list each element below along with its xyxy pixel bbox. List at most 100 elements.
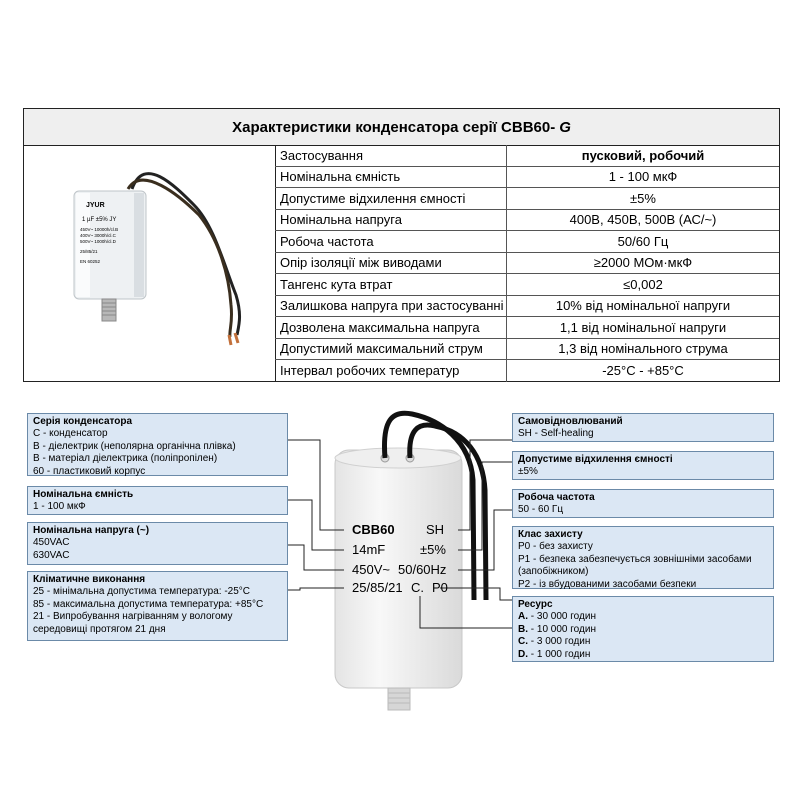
photo-line4: 500V~ 1000h/cl.D	[80, 239, 117, 244]
spec-param: Опір ізоляції між виводами	[275, 252, 507, 273]
voltage-box: Номінальна напруга (~) 450VAC 630VAC	[27, 522, 288, 565]
spec-table: Характеристики конденсатора серії CBB60-…	[23, 108, 780, 382]
climate-line: 85 - максимальна допустима температура: …	[33, 598, 264, 610]
spec-param: Дозволена максимальна напруга	[275, 317, 507, 338]
capacity-line: 1 - 100 мкФ	[33, 501, 86, 513]
cap-sh: SH	[426, 522, 445, 537]
series-line: С - конденсатор	[33, 428, 108, 440]
spec-row: Номінальна ємність 1 - 100 мкФ	[275, 166, 779, 188]
spec-value: ±5%	[630, 190, 656, 206]
resource-line: B. - 10 000 годин	[518, 624, 768, 636]
cap-frequency: 50/60Hz	[398, 562, 447, 577]
resource-value: - 3 000 годин	[528, 636, 591, 648]
spec-value: 10% від номінальної напруги	[555, 298, 731, 314]
photo-line3: 400V~ 3000h/cl.C	[80, 233, 117, 238]
cap-class: C.	[411, 580, 424, 595]
tolerance-head: Допустиме відхилення ємності	[518, 454, 673, 465]
spec-row: Дозволена максимальна напруга 1,1 від ном…	[275, 317, 779, 339]
spec-value: пусковий, робочий	[581, 147, 705, 163]
tolerance-line: ±5%	[518, 466, 538, 478]
cap-protection: P0	[432, 580, 448, 595]
selfheal-box: Самовідновлювaний SH - Self-healing	[512, 413, 774, 442]
series-line: В - матеріал діелектрика (поліпропілен)	[33, 453, 218, 465]
protection-line: Р1 - безпека забезпечується зовнішніми з…	[518, 553, 752, 565]
spec-row: Допустимий максимальний струм 1,3 від ном…	[275, 338, 779, 360]
frequency-head: Робоча частота	[518, 492, 595, 503]
climate-box: Кліматичне виконання 25 - мінімальна доп…	[27, 571, 288, 641]
spec-value: 1,1 від номінальної напруги	[559, 319, 727, 335]
resource-line: C. - 3 000 годин	[518, 636, 768, 648]
spec-row: Інтервал робочих температур -25°С - +85°С	[275, 360, 779, 382]
photo-brand: JYUR	[86, 202, 105, 209]
spec-value: 1 - 100 мкФ	[608, 169, 678, 185]
photo-line5: 25/85/21	[80, 249, 98, 254]
capacity-head: Номінальна ємність	[33, 489, 134, 500]
series-line: 60 - пластиковий корпус	[33, 465, 146, 477]
spec-param: Застосування	[275, 145, 507, 166]
protection-box: Клас захисту Р0 - без захисту Р1 - безпе…	[512, 526, 774, 590]
capacitor-photo-image: JYUR 1 µF ±5% JY 450V~ 10000h/cl.B 400V~…	[73, 172, 241, 346]
selfheal-line: SH - Self-healing	[518, 428, 594, 440]
spec-value: ≤0,002	[623, 276, 663, 292]
spec-title-model: G	[559, 118, 571, 136]
frequency-box: Робоча частота 50 - 60 Гц	[512, 489, 774, 518]
tolerance-box: Допустиме відхилення ємності ±5%	[512, 451, 774, 480]
resource-head: Ресурс	[518, 599, 553, 610]
spec-param: Інтервал робочих температур	[275, 360, 507, 382]
resource-key: B.	[518, 623, 528, 635]
spec-row: Застосування пусковий, робочий	[275, 145, 779, 167]
frequency-line: 50 - 60 Гц	[518, 504, 564, 516]
resource-line: A. - 30 000 годин	[518, 611, 768, 623]
climate-line: середовищі протягом 21 дня	[33, 623, 166, 635]
resource-key: C.	[518, 636, 528, 648]
resource-value: - 30 000 годин	[528, 611, 596, 623]
spec-value: -25°С - +85°С	[602, 363, 684, 379]
resource-value: - 10 000 годин	[528, 623, 596, 635]
resource-key: D.	[518, 648, 528, 660]
voltage-head: Номінальна напруга (~)	[33, 525, 150, 536]
climate-head: Кліматичне виконання	[33, 574, 146, 585]
spec-row: Опір ізоляції між виводами ≥2000 МОм·мкФ	[275, 252, 779, 274]
spec-param: Номінальна напруга	[275, 209, 507, 230]
protection-head: Клас захисту	[518, 529, 583, 540]
spec-param: Тангенс кута втрат	[275, 274, 507, 295]
spec-title: Характеристики конденсатора серії CBB60-…	[24, 109, 779, 146]
marking-diagram: CBB60 SH 14mF ±5% 450V~ 50/60Hz 25/85/21…	[0, 400, 800, 800]
cap-model: CBB60	[352, 522, 395, 537]
spec-row: Тангенс кута втрат ≤0,002	[275, 274, 779, 296]
photo-line6: EN 60252	[80, 259, 101, 264]
cap-tolerance: ±5%	[420, 542, 446, 557]
series-head: Серія конденсатора	[33, 416, 133, 427]
cap-voltage: 450V~	[352, 562, 390, 577]
resource-line: D. - 1 000 годин	[518, 649, 768, 661]
climate-line: 25 - мінімальна допустима температура: -…	[33, 586, 250, 598]
spec-title-text: Характеристики конденсатора серії CBB60-	[232, 118, 556, 136]
spec-value: 50/60 Гц	[617, 233, 669, 249]
resource-key: A.	[518, 611, 528, 623]
capacity-box: Номінальна ємність 1 - 100 мкФ	[27, 486, 288, 515]
spec-row: Робоча частота 50/60 Гц	[275, 231, 779, 253]
capacitor-photo: JYUR 1 µF ±5% JY 450V~ 10000h/cl.B 400V~…	[24, 145, 276, 381]
cap-climate: 25/85/21	[352, 580, 403, 595]
selfheal-head: Самовідновлювaний	[518, 416, 623, 427]
climate-line: 21 - Випробування нагріванням у вологому	[33, 611, 233, 623]
spec-param: Номінальна ємність	[275, 166, 507, 187]
spec-row: Номінальна напруга 400В, 450В, 500В (АС/~…	[275, 209, 779, 231]
protection-line: Р2 - із вбудованими засобами безпеки	[518, 578, 697, 590]
spec-param: Залишкова напруга при застосуванні	[275, 295, 507, 316]
voltage-line: 450VAC	[33, 537, 70, 549]
spec-param: Допустиме відхилення ємності	[275, 188, 507, 209]
diagram-graphics	[288, 410, 512, 711]
protection-line: (запобіжником)	[518, 566, 589, 578]
resource-box: Ресурс A. - 30 000 годин B. - 10 000 год…	[512, 596, 774, 662]
cap-capacitance: 14mF	[352, 542, 386, 557]
spec-param: Робоча частота	[275, 231, 507, 252]
protection-line: Р0 - без захисту	[518, 541, 593, 553]
spec-value: 1,3 від номінального струма	[558, 341, 728, 357]
series-box: Серія конденсатора С - конденсатор В - д…	[27, 413, 288, 477]
spec-value: 400В, 450В, 500В (АС/~)	[569, 212, 717, 228]
photo-line1: 1 µF ±5% JY	[82, 217, 116, 223]
spec-value: ≥2000 МОм·мкФ	[593, 255, 693, 271]
voltage-line: 630VAC	[33, 549, 70, 561]
spec-param: Допустимий максимальний струм	[275, 338, 507, 359]
